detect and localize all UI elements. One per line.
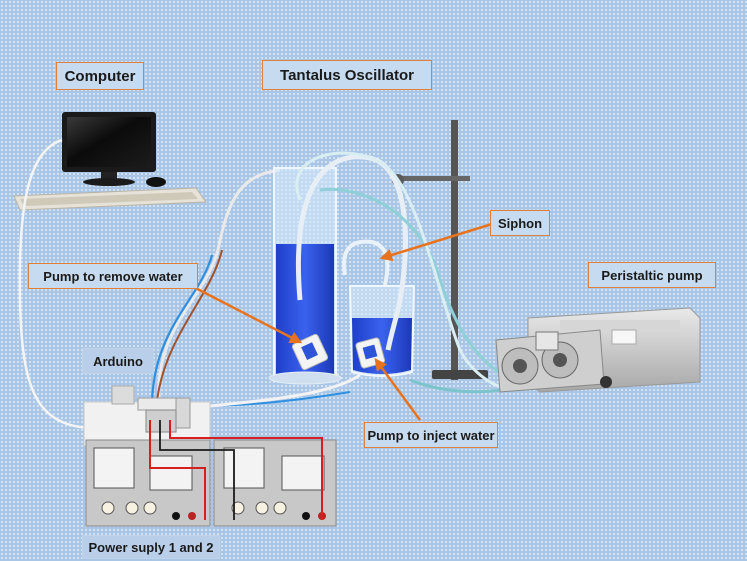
wire-red-1	[149, 420, 206, 520]
arrow-pump-inject	[374, 357, 422, 421]
siphon-tube	[296, 154, 408, 351]
keyboard-icon	[13, 187, 207, 211]
wire-black-1	[159, 420, 235, 520]
peristaltic-pump-icon	[495, 307, 701, 393]
usb-cable	[18, 138, 111, 430]
tantalus-oscillator-label: Tantalus Oscillator	[262, 60, 432, 90]
tube-teal-2	[295, 151, 506, 390]
tube-inject	[189, 373, 361, 410]
arduino-label: Arduino	[82, 348, 154, 374]
arduino-board-icon	[83, 385, 211, 447]
wire-blue	[150, 254, 214, 413]
arrow-siphon	[379, 222, 493, 262]
pump-remove-water-label: Pump to remove water	[28, 263, 198, 289]
tube-teal-1	[319, 187, 511, 382]
power-supply-icon	[85, 439, 337, 527]
siphon-inner	[342, 239, 390, 286]
tube-remove-left	[157, 168, 281, 411]
power-supply-label: Power suply 1 and 2	[82, 535, 220, 559]
siphon-label: Siphon	[490, 210, 550, 236]
wire-brown	[155, 249, 223, 413]
arrow-pump-remove	[179, 278, 303, 344]
peristaltic-pump-label: Peristaltic pump	[588, 262, 716, 288]
computer-label: Computer	[56, 62, 144, 90]
computer-monitor-icon	[62, 112, 156, 186]
submerged-pump-remove	[291, 333, 329, 371]
pump-inject-water-label: Pump to inject water	[364, 422, 498, 448]
mouse-icon	[146, 177, 166, 187]
wire-red-2	[169, 420, 323, 520]
